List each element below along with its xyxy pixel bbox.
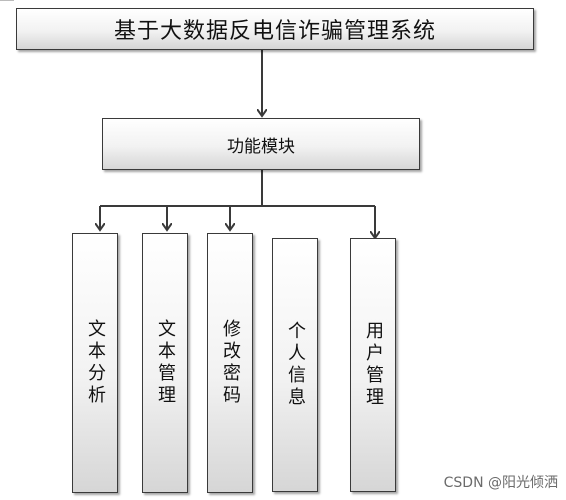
leaf-node-change-password: 修改密码 <box>207 233 253 493</box>
leaf-node-user-management: 用户管理 <box>350 238 396 492</box>
root-label: 基于大数据反电信诈骗管理系统 <box>113 19 436 44</box>
module-node: 功能模块 <box>102 118 420 170</box>
leaf-label: 文本管理 <box>155 319 177 407</box>
leaf-node-text-management: 文本管理 <box>142 233 188 493</box>
root-node: 基于大数据反电信诈骗管理系统 <box>16 8 534 50</box>
leaf-label: 修改密码 <box>220 319 242 407</box>
leaf-node-text-analysis: 文本分析 <box>72 233 118 493</box>
leaf-label: 个人信息 <box>285 321 307 409</box>
leaf-node-personal-info: 个人信息 <box>272 238 318 492</box>
watermark: CSDN @阳光倾洒 <box>443 475 558 491</box>
module-label: 功能模块 <box>227 136 295 157</box>
leaf-label: 文本分析 <box>85 319 107 407</box>
leaf-label: 用户管理 <box>363 321 385 409</box>
corner-mark <box>0 0 14 5</box>
